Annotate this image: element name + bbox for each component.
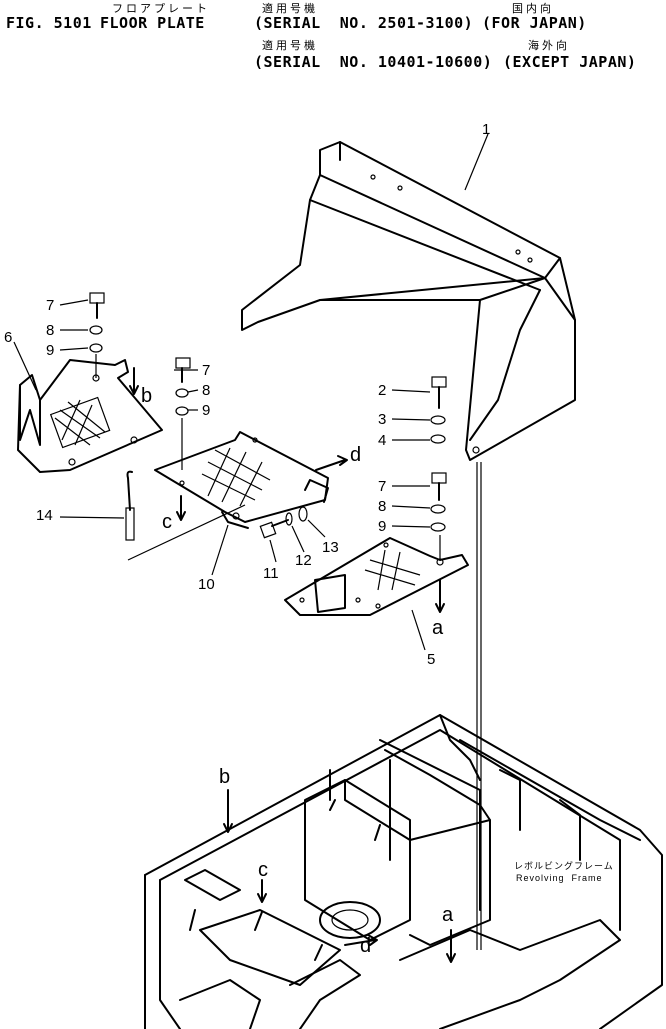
hardware-stack-middle xyxy=(175,357,191,416)
callout-9-middle: 9 xyxy=(202,402,211,419)
overseas-jp: 海外向 xyxy=(528,39,570,52)
arrow-label-d-part: d xyxy=(350,444,362,466)
revolving-frame xyxy=(144,714,663,1029)
arrow-label-a-part: a xyxy=(432,617,444,639)
arrow-label-b-part: b xyxy=(141,385,153,407)
hardware-stack-left xyxy=(89,292,105,353)
arrow-label-c-frame: c xyxy=(258,859,268,881)
callout-12: 12 xyxy=(295,552,312,569)
except-japan: (EXCEPT JAPAN) xyxy=(503,53,637,71)
arrow-label-b-frame: b xyxy=(219,766,231,788)
callout-7-right: 7 xyxy=(378,478,387,495)
callout-7-left: 7 xyxy=(46,297,55,314)
serial-range-2: (SERIAL NO. 10401-10600) xyxy=(254,53,493,71)
frame-label-jp: レボルビングフレーム xyxy=(514,861,614,871)
callout-9-left: 9 xyxy=(46,342,55,359)
floor-plate-part-5 xyxy=(284,537,469,616)
figure-title: FLOOR PLATE xyxy=(100,14,205,32)
installation-lines xyxy=(95,354,482,950)
callout-6: 6 xyxy=(4,329,13,346)
arrow-label-d-frame: d xyxy=(360,935,372,957)
hardware-10-11-12-13 xyxy=(259,506,308,539)
callout-3: 3 xyxy=(378,411,387,428)
callout-8-left: 8 xyxy=(46,322,55,339)
title-jp: フロアプレート xyxy=(112,2,210,15)
callout-10: 10 xyxy=(198,576,215,593)
callout-1: 1 xyxy=(482,121,491,138)
callout-9-right: 9 xyxy=(378,518,387,535)
serial-range-1: (SERIAL NO. 2501-3100) xyxy=(254,14,474,32)
domestic-jp: 国内向 xyxy=(512,2,554,15)
callout-11: 11 xyxy=(263,565,279,582)
hardware-stack-2-3-4 xyxy=(430,376,447,444)
figure-number: FIG. 5101 xyxy=(6,14,92,32)
frame-label-en: Revolving Frame xyxy=(516,873,603,883)
callout-8-right: 8 xyxy=(378,498,387,515)
callout-5: 5 xyxy=(427,651,436,668)
for-japan: (FOR JAPAN) xyxy=(482,14,587,32)
direction-arrows xyxy=(129,367,456,963)
callout-4: 4 xyxy=(378,432,387,449)
applicable-jp-2: 適用号機 xyxy=(262,39,318,52)
callout-2: 2 xyxy=(378,382,387,399)
callout-8-middle: 8 xyxy=(202,382,211,399)
arrow-label-a-frame: a xyxy=(442,904,454,926)
applicable-jp-1: 適用号機 xyxy=(262,2,318,15)
floor-plate-part-6 xyxy=(17,359,163,473)
callout-7-middle: 7 xyxy=(202,362,211,379)
floor-plate-middle xyxy=(154,431,329,529)
hardware-stack-7-8-9 xyxy=(430,472,447,532)
callout-13: 13 xyxy=(322,539,339,556)
cover-part-1 xyxy=(241,141,576,461)
handle-part-14 xyxy=(125,470,135,541)
callout-14: 14 xyxy=(36,507,53,524)
leader-lines xyxy=(13,133,489,651)
arrow-label-c-part: c xyxy=(162,511,172,533)
